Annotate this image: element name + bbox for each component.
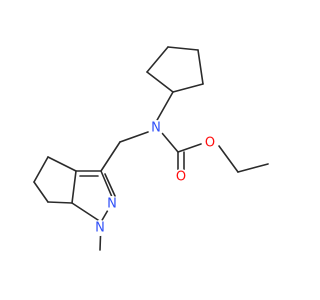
bond (100, 209, 109, 223)
molecule-canvas: N O O N N (33, 46, 269, 251)
atom-o-carbonyl: O (173, 169, 189, 185)
atom-label: O (176, 170, 186, 185)
pyrazole-ring (71, 170, 116, 223)
bond (161, 132, 179, 153)
atom-n-pyrazole-2: N (104, 196, 120, 212)
atom-label: O (205, 136, 215, 151)
bond (33, 181, 49, 203)
atom-label: N (151, 121, 161, 136)
bond (71, 170, 77, 204)
atom-n-carbamate: N (148, 120, 164, 136)
atom-o-ester: O (202, 135, 218, 151)
bond (197, 49, 204, 85)
bond (47, 201, 73, 204)
atom-n-pyrazole-1: N (92, 220, 108, 236)
bond (155, 91, 174, 123)
atom-label: N (107, 197, 117, 212)
bond (119, 131, 149, 143)
cyclopentyl-ring (146, 46, 204, 93)
cyclopenta-ring (33, 156, 77, 204)
structure-diagram: N O O N N (33, 46, 269, 251)
bond (71, 202, 102, 223)
bond (47, 156, 77, 172)
bond (237, 163, 269, 173)
bond (167, 46, 199, 51)
bond (100, 170, 113, 198)
bond (146, 71, 174, 93)
bond (177, 143, 202, 153)
bond (100, 141, 121, 172)
bond (218, 145, 239, 173)
bond (33, 156, 49, 183)
atom-label: N (95, 221, 105, 236)
bond (172, 83, 204, 93)
bond (146, 46, 169, 73)
bond (104, 173, 116, 197)
